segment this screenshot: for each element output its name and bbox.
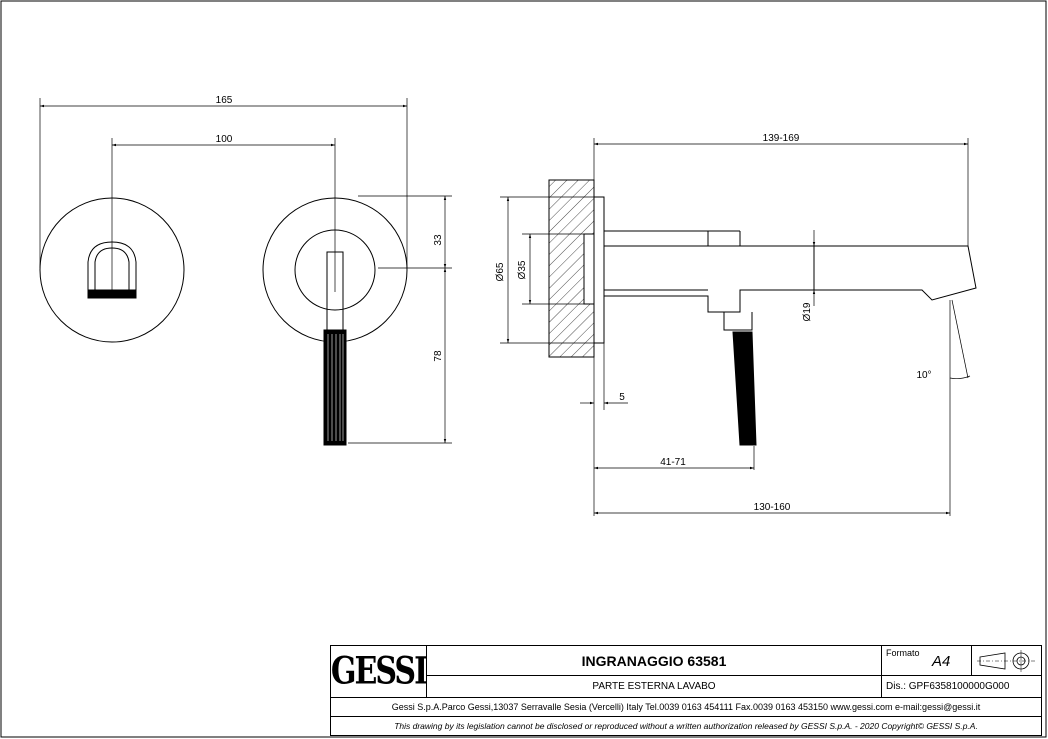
- product-title-cell: INGRANAGGIO 63581: [427, 646, 881, 676]
- side-lever-grip: [732, 331, 757, 446]
- title-block: GESSI INGRANAGGIO 63581 PARTE ESTERNA LA…: [330, 645, 1042, 736]
- copyright-notice: This drawing by its legislation cannot b…: [394, 721, 978, 731]
- wall-plate: [593, 196, 605, 344]
- dim-spout-diameter: Ø19: [802, 302, 813, 321]
- front-view: [39, 197, 408, 446]
- side-view: [548, 179, 977, 446]
- lever-grip: [323, 329, 347, 446]
- spout-body: [604, 230, 977, 313]
- company-info: Gessi S.p.A.Parco Gessi,13037 Serravalle…: [391, 702, 981, 712]
- front-view-dimensions: [39, 98, 452, 444]
- format-cell: Formato A4: [881, 646, 971, 676]
- dim-overall-width: 165: [216, 95, 233, 106]
- dim-plate-thickness: 5: [619, 392, 625, 403]
- subtitle: PARTE ESTERNA LAVABO: [592, 681, 716, 692]
- projection-cell: [971, 646, 1041, 676]
- dim-depth: 139-169: [763, 133, 800, 144]
- drawing-number-cell: Dis.: GPF6358100000G000: [881, 676, 1041, 698]
- drawing-number: Dis.: GPF6358100000G000: [886, 681, 1010, 692]
- gessi-logo: GESSI: [330, 649, 428, 694]
- first-angle-projection-icon: [976, 649, 1037, 672]
- dim-lever-offset: 41-71: [660, 457, 686, 468]
- logo-cell: GESSI: [330, 646, 428, 698]
- dim-upper-height: 33: [433, 234, 444, 246]
- subtitle-cell: PARTE ESTERNA LAVABO: [427, 676, 881, 698]
- dim-outer-diameter: Ø65: [495, 262, 506, 281]
- side-view-dimensions: [500, 138, 971, 516]
- format-label: Formato: [886, 648, 920, 658]
- company-info-cell: Gessi S.p.A.Parco Gessi,13037 Serravalle…: [331, 698, 1041, 717]
- product-title: INGRANAGGIO 63581: [581, 652, 727, 669]
- format-value: A4: [932, 653, 951, 670]
- side-lever-stem: [723, 312, 753, 331]
- dim-angle: 10°: [916, 370, 931, 381]
- dim-center-distance: 100: [216, 134, 233, 145]
- dim-base-length: 130-160: [754, 502, 791, 513]
- copyright-cell: This drawing by its legislation cannot b…: [331, 717, 1041, 735]
- dim-inner-diameter: Ø35: [517, 260, 528, 279]
- dim-lower-height: 78: [433, 350, 444, 362]
